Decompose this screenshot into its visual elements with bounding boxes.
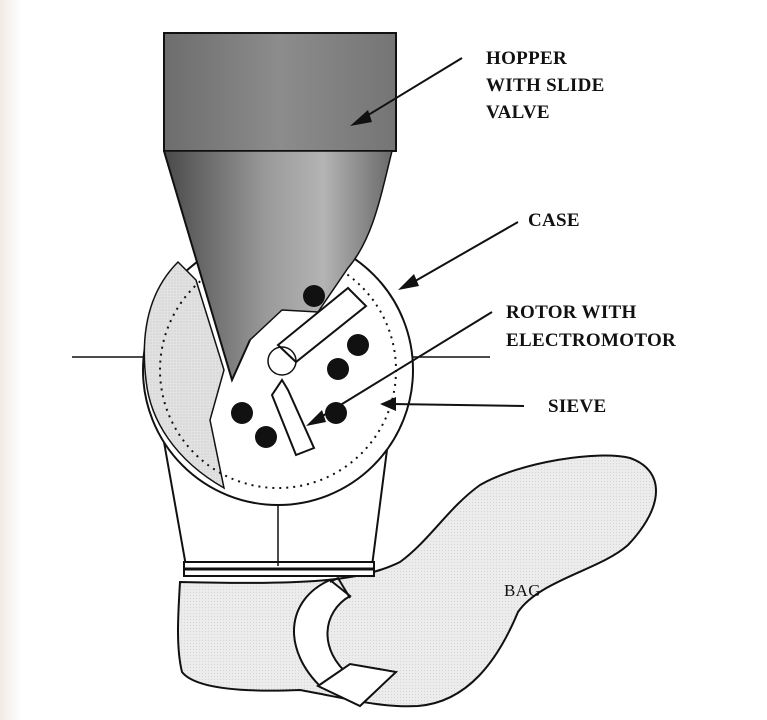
bag-label: BAG [504,581,541,600]
rotor-label-line-1: ROTOR WITH [506,302,637,323]
rotor-ball [303,285,325,307]
hopper-body [164,33,396,151]
sieve-label: SIEVE [548,396,607,417]
rotor-label: ROTOR WITH ELECTROMOTOR [506,302,676,351]
hopper-label: HOPPER WITH SLIDE VALVE [486,48,610,123]
rotor-ball [255,426,277,448]
rotor-ball [231,402,253,424]
rotor-ball [327,358,349,380]
case-label: CASE [528,210,580,231]
hopper-label-line-3: VALVE [486,102,550,123]
hopper-label-line-2: WITH SLIDE [486,75,605,96]
rotor-ball [347,334,369,356]
hopper-label-line-1: HOPPER [486,48,567,69]
left-margin [0,0,22,720]
rotor-label-line-2: ELECTROMOTOR [506,330,676,351]
case-pointer [398,222,518,290]
